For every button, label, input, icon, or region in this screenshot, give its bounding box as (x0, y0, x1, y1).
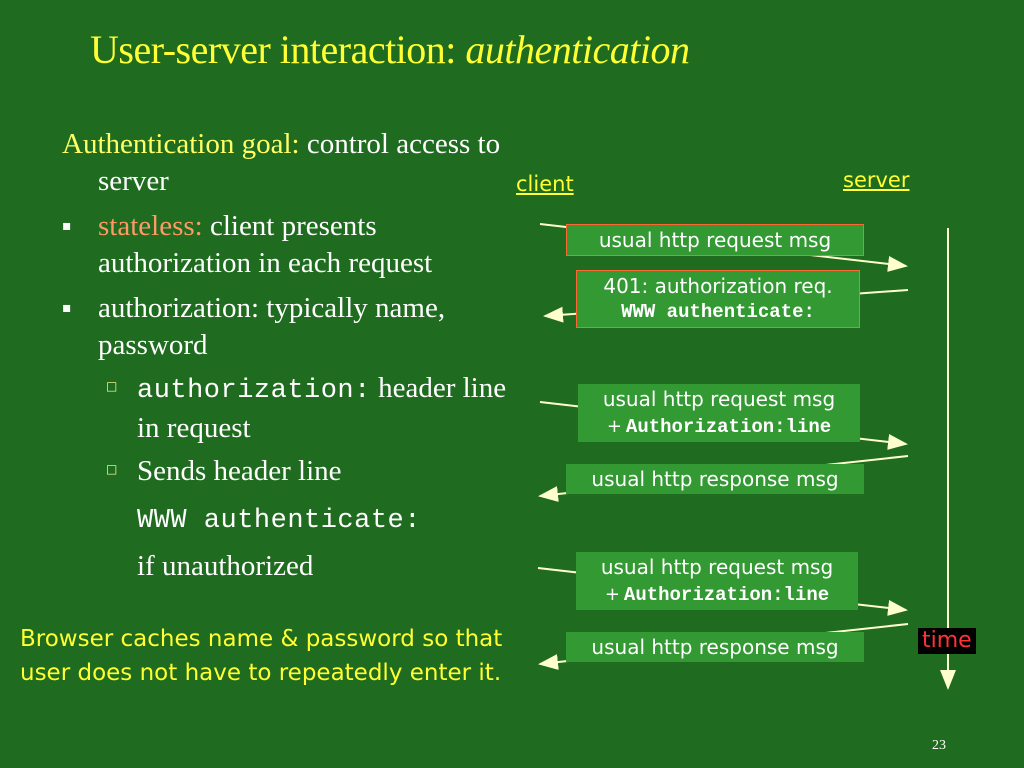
square-bullet-icon: ▪ (62, 300, 72, 316)
hollow-square-bullet-icon: □ (106, 379, 118, 393)
msg-response-1: usual http response msg (566, 464, 864, 494)
sub2-after-line: if unauthorized (62, 548, 532, 585)
msg-request-2-line1: usual http request msg (602, 387, 836, 411)
msg-request-3: usual http request msg +Authorization:li… (576, 552, 858, 610)
hollow-square-bullet-icon: □ (106, 462, 118, 476)
goal-label: Authentication goal: (62, 128, 300, 160)
msg-401: 401: authorization req. WWW authenticate… (576, 270, 860, 328)
msg-request-3-line2: Authorization:line (623, 584, 830, 606)
slide-body: Authentication goal: control access to s… (62, 126, 532, 585)
bullet1-text: client presents authorization in each re… (98, 210, 433, 279)
msg-response-2: usual http response msg (566, 632, 864, 662)
sub2-code: WWW authenticate: (137, 506, 421, 536)
bullet-stateless: ▪ stateless: client presents authorizati… (62, 208, 532, 282)
server-label: server (843, 168, 910, 192)
goal-paragraph: Authentication goal: control access to s… (62, 126, 532, 200)
msg-401-line1: 401: authorization req. (603, 274, 833, 298)
client-label: client (516, 172, 574, 196)
sub2-code-line: WWW authenticate: (62, 500, 532, 540)
msg-request-2: usual http request msg +Authorization:li… (578, 384, 860, 442)
msg-request-1: usual http request msg (566, 224, 864, 256)
slide-title: User-server interaction: authentication (90, 26, 690, 73)
sub1-text: header line in request (137, 372, 507, 444)
plus-sign: + (606, 416, 622, 437)
sub2-text: Sends header line (137, 455, 342, 487)
page-number: 23 (932, 738, 946, 753)
title-italic: authentication (465, 27, 690, 72)
sub1-code: authorization: (137, 376, 371, 406)
bullet1-label: stateless: (98, 210, 203, 242)
goal-text: control access to server (98, 128, 501, 197)
bullet-authorization: ▪ authorization: typically name, passwor… (62, 290, 532, 364)
plus-sign: + (604, 584, 620, 605)
square-bullet-icon: ▪ (62, 218, 72, 234)
bullet2-text: authorization: typically name, password (98, 292, 446, 361)
msg-401-line2: WWW authenticate: (621, 301, 815, 323)
browser-cache-note: Browser caches name & password so that u… (20, 626, 503, 686)
sub2-after: if unauthorized (137, 550, 314, 582)
msg-request-2-line2: Authorization:line (625, 416, 832, 438)
msg-request-3-line1: usual http request msg (600, 555, 834, 579)
title-main: User-server interaction: (90, 27, 466, 72)
sub-bullet-sends: □ Sends header line (62, 453, 532, 490)
time-label: time (918, 628, 976, 654)
sub-bullet-header: □ authorization: header line in request (62, 370, 532, 447)
